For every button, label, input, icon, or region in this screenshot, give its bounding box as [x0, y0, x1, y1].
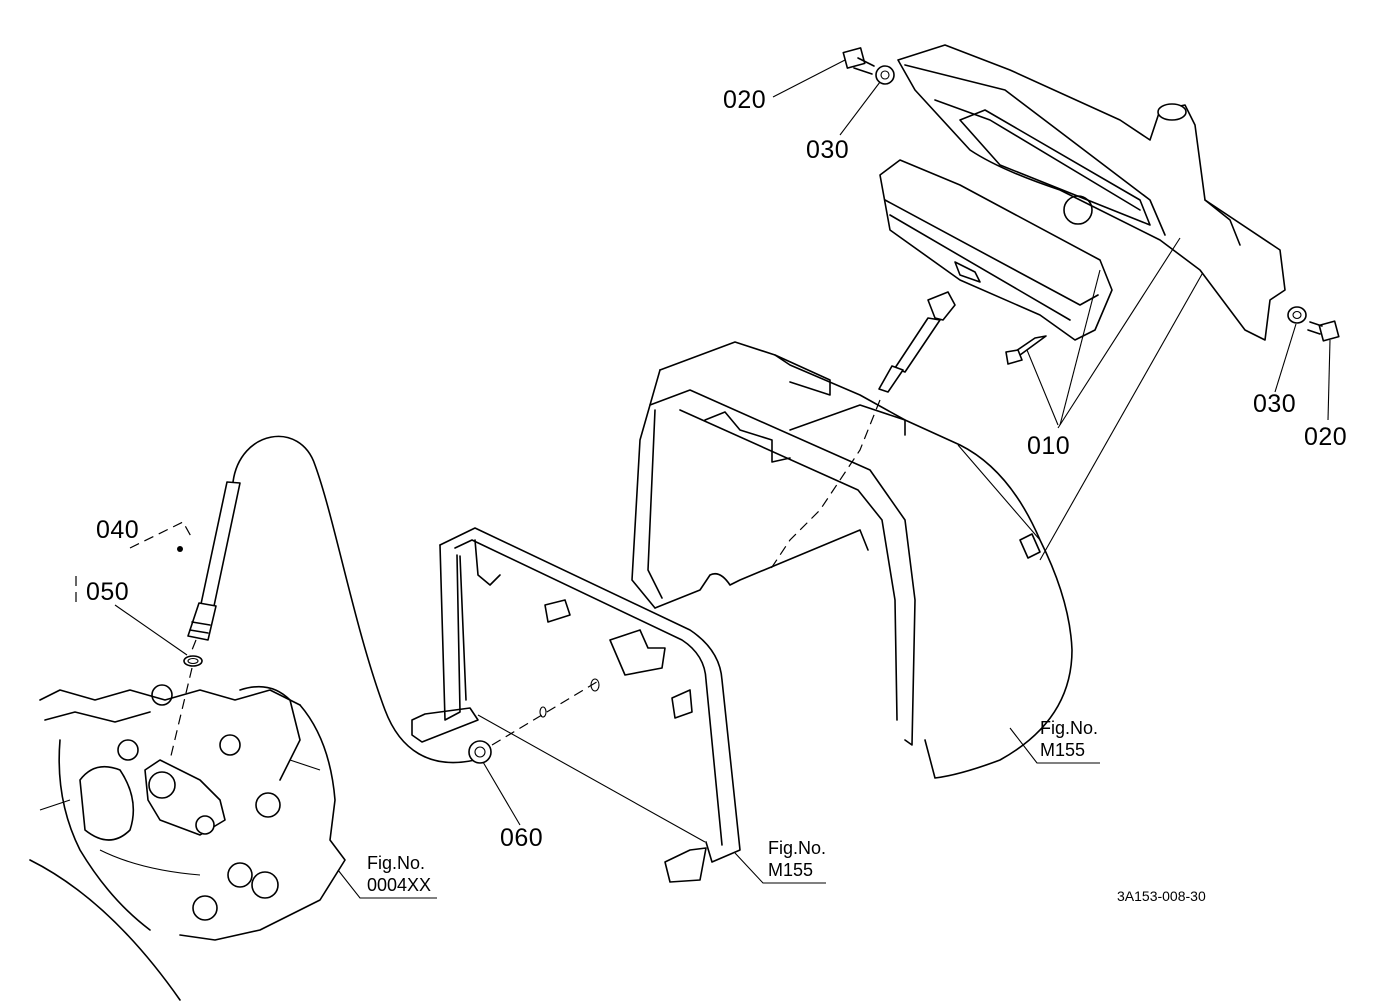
engine-block-drawing [29, 684, 346, 1001]
callout-040: 040 [96, 516, 140, 544]
fig-ref-frame-line1: Fig.No. [768, 838, 827, 858]
callout-020-right: 020 [1304, 423, 1348, 451]
fig-ref-hood: Fig.No. M155 [1040, 717, 1098, 761]
callout-010: 010 [1027, 432, 1071, 460]
fig-ref-hood-line1: Fig.No. [1040, 718, 1099, 738]
drive-shaft-drawing [75, 435, 476, 764]
instrument-frame-drawing [411, 527, 741, 883]
hood-cover-drawing [631, 259, 1211, 779]
fig-ref-engine: Fig.No. 0004XX [367, 852, 431, 896]
instrument-panel-drawing [842, 44, 1340, 393]
callout-030-right: 030 [1253, 390, 1297, 418]
fig-ref-engine-line2: 0004XX [367, 875, 432, 895]
fig-ref-engine-line1: Fig.No. [367, 853, 426, 873]
callout-030-top: 030 [806, 136, 850, 164]
callout-060: 060 [500, 824, 544, 852]
fig-ref-frame-line2: M155 [768, 860, 814, 880]
drawing-code: 3A153-008-30 [1117, 888, 1206, 904]
callout-050: 050 [86, 578, 130, 606]
leader-lines [114, 59, 1331, 899]
callout-020-top: 020 [723, 86, 767, 114]
fig-ref-frame: Fig.No. M155 [768, 837, 826, 881]
fig-ref-hood-line2: M155 [1040, 740, 1086, 760]
